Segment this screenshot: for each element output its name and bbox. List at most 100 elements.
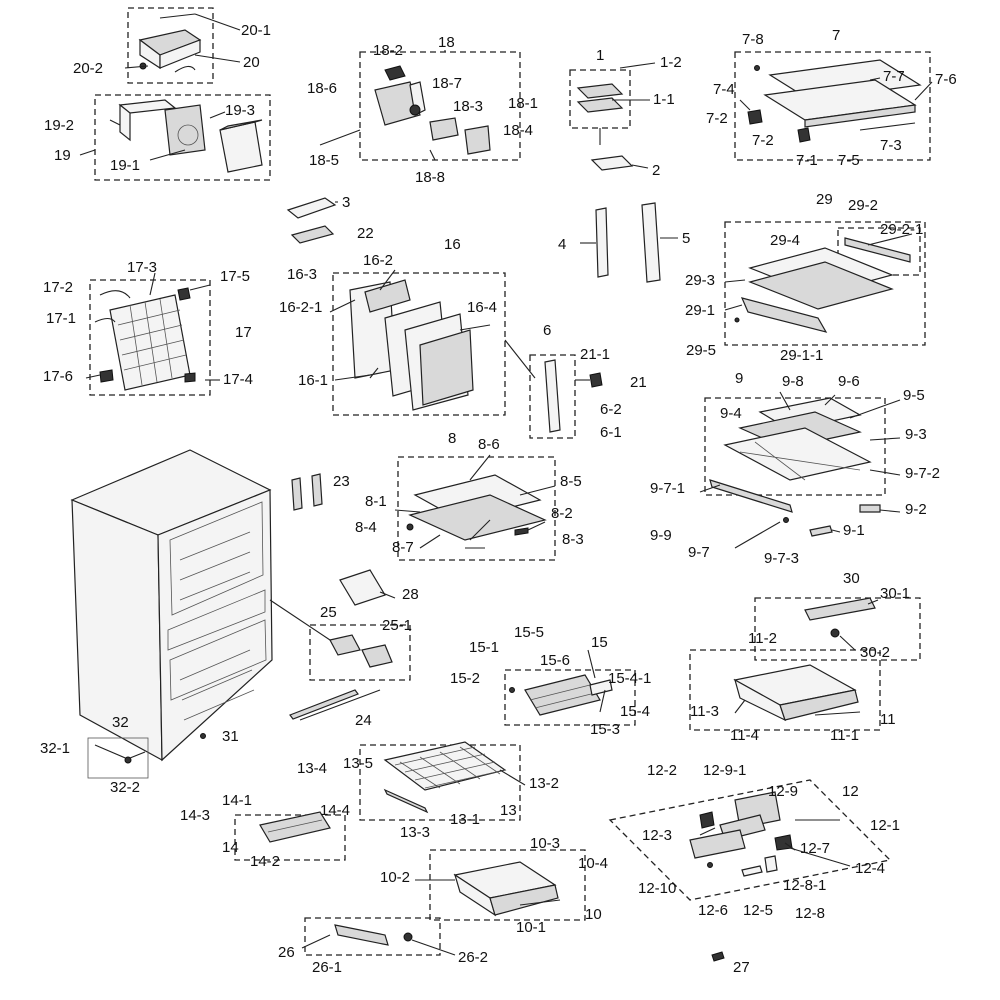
label-12-1: 12-1: [870, 817, 900, 834]
label-29-3: 29-3: [685, 272, 715, 289]
label-12-2: 12-2: [647, 762, 677, 779]
label-26: 26: [278, 944, 295, 961]
group-13: [359, 741, 521, 821]
group-6-21: [529, 354, 603, 439]
label-18-1: 18-1: [508, 95, 538, 112]
group-19: [79, 94, 271, 181]
label-14-1: 14-1: [222, 792, 252, 809]
label-6-2: 6-2: [600, 401, 622, 418]
label-13-1: 13-1: [450, 811, 480, 828]
label-8-3: 8-3: [562, 531, 584, 548]
label-11-3: 11-3: [690, 703, 719, 720]
label-1: 1: [596, 47, 604, 64]
group-17: [89, 279, 211, 396]
group-10: [429, 849, 586, 921]
label-29-1: 29-1: [685, 302, 715, 319]
label-12-4: 12-4: [855, 860, 885, 877]
label-4: 4: [558, 236, 566, 253]
label-10-2: 10-2: [380, 869, 410, 886]
label-12-8: 12-8: [795, 905, 825, 922]
label-9-8: 9-8: [782, 373, 804, 390]
label-14-3: 14-3: [180, 807, 210, 824]
label-14: 14: [222, 839, 239, 856]
label-11-1: 11-1: [830, 727, 859, 744]
parts-28-25: [309, 569, 411, 681]
label-9-3: 9-3: [905, 426, 927, 443]
label-18-5: 18-5: [309, 152, 339, 169]
group-7: [734, 51, 931, 161]
label-10: 10: [585, 906, 602, 923]
label-18-6: 18-6: [307, 80, 337, 97]
label-2: 2: [652, 162, 660, 179]
label-9-2: 9-2: [905, 501, 927, 518]
label-7-8: 7-8: [742, 31, 764, 48]
label-7-6: 7-6: [935, 71, 957, 88]
label-21: 21: [630, 374, 647, 391]
label-8-4: 8-4: [355, 519, 377, 536]
label-9-7-2: 9-7-2: [905, 465, 940, 482]
label-3: 3: [342, 194, 350, 211]
label-19-1: 19-1: [110, 157, 140, 174]
label-8-1: 8-1: [365, 493, 387, 510]
label-18-2: 18-2: [373, 42, 403, 59]
label-15-6: 15-6: [540, 652, 570, 669]
label-18: 18: [438, 34, 455, 51]
label-29-2: 29-2: [848, 197, 878, 214]
parts-3-22: [286, 197, 338, 244]
label-20: 20: [243, 54, 260, 71]
leader-lines: [85, 62, 933, 956]
label-12-3: 12-3: [642, 827, 672, 844]
label-15-4-1: 15-4-1: [608, 670, 651, 687]
label-9: 9: [735, 370, 743, 387]
group-11: [689, 649, 881, 731]
group-8: [397, 456, 556, 561]
label-32-2: 32-2: [110, 779, 140, 796]
label-29: 29: [816, 191, 833, 208]
label-12-10: 12-10: [638, 880, 676, 897]
label-12-6: 12-6: [698, 902, 728, 919]
label-15-4: 15-4: [620, 703, 650, 720]
label-6-1: 6-1: [600, 424, 622, 441]
label-25: 25: [320, 604, 337, 621]
group-16: [332, 272, 536, 416]
label-12-7: 12-7: [800, 840, 830, 857]
label-28: 28: [402, 586, 419, 603]
label-15-2: 15-2: [450, 670, 480, 687]
label-26-2: 26-2: [458, 949, 488, 966]
label-10-1: 10-1: [516, 919, 546, 936]
label-10-4: 10-4: [578, 855, 608, 872]
label-19-2: 19-2: [44, 117, 74, 134]
label-7-2a: 7-2: [706, 110, 728, 127]
label-15-1: 15-1: [469, 639, 499, 656]
label-12-8-1: 12-8-1: [783, 877, 826, 894]
label-27: 27: [733, 959, 750, 976]
label-17-4: 17-4: [223, 371, 253, 388]
label-23: 23: [333, 473, 350, 490]
label-8-6: 8-6: [478, 436, 500, 453]
label-18-4: 18-4: [503, 122, 533, 139]
label-18-8: 18-8: [415, 169, 445, 186]
label-29-1-1: 29-1-1: [780, 347, 823, 364]
label-26-1: 26-1: [312, 959, 342, 976]
label-7: 7: [832, 27, 840, 44]
label-11: 11: [880, 711, 896, 728]
label-18-7: 18-7: [432, 75, 462, 92]
label-31: 31: [222, 728, 239, 745]
label-12-9-1: 12-9-1: [703, 762, 746, 779]
label-13-2: 13-2: [529, 775, 559, 792]
label-29-2-1: 29-2-1: [880, 221, 923, 238]
label-13-5: 13-5: [343, 755, 373, 772]
label-18-3: 18-3: [453, 98, 483, 115]
label-9-1: 9-1: [843, 522, 865, 539]
group-29: [724, 221, 926, 346]
group-30: [754, 597, 921, 661]
label-9-9: 9-9: [650, 527, 672, 544]
label-9-5: 9-5: [903, 387, 925, 404]
group-9: [704, 397, 886, 537]
label-6: 6: [543, 322, 551, 339]
label-12: 12: [842, 783, 859, 800]
label-11-4: 11-4: [730, 727, 759, 744]
group-26-27: [304, 917, 725, 962]
group-14: [234, 811, 346, 861]
